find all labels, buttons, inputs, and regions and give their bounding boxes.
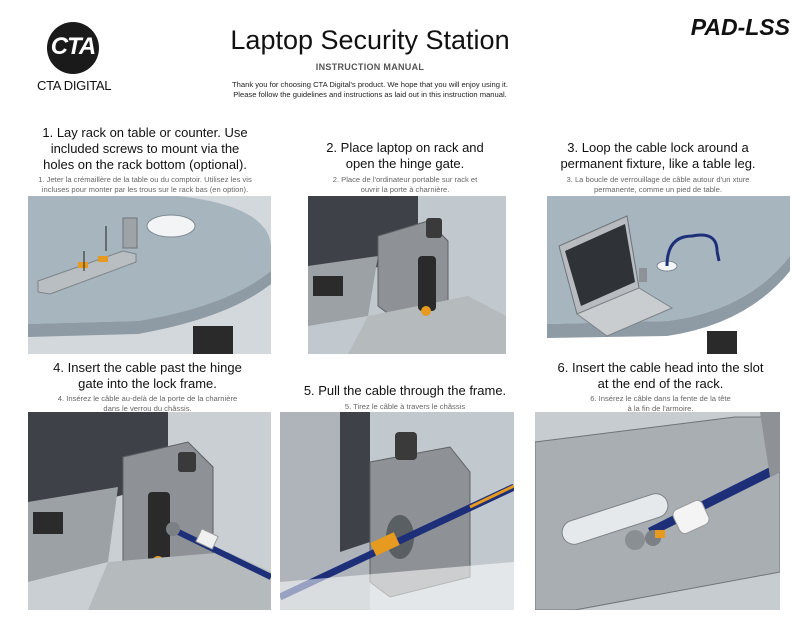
- model-number: PAD-LSS: [690, 14, 790, 40]
- step-6-french-line: 6. Insérez le câble dans la fente de la …: [590, 394, 731, 403]
- step-1-title-line: included screws to mount via the: [50, 141, 240, 156]
- step-6-french: 6. Insérez le câble dans la fente de la …: [538, 394, 783, 414]
- step-2-title-line: 2. Place laptop on rack and: [326, 140, 484, 155]
- step-4-french-line: dans le verrou du châssis.: [103, 404, 192, 413]
- step-5-french-line: 5. Tirez le câble à travers le châssis: [344, 402, 466, 411]
- step-6-title-line: 6. Insert the cable head into the slot: [557, 360, 764, 375]
- step-1-french: 1. Jeter la crémaillère de la table ou d…: [20, 175, 270, 195]
- logo-wordmark: CTA DIGITAL: [37, 78, 112, 93]
- step-3-french-line: 3. La boucle de verrouillage de câble au…: [566, 175, 750, 184]
- step-4-title-line: 4. Insert the cable past the hinge: [53, 360, 242, 375]
- step-2-french-line: 2. Place de l'ordinateur portable sur ra…: [332, 175, 478, 184]
- logo-mark: CTA: [50, 33, 97, 60]
- step-5-french: 5. Tirez le câble à travers le châssis: [285, 402, 525, 412]
- step-2-title: 2. Place laptop on rack and open the hin…: [285, 140, 525, 172]
- step-5-title-line: 5. Pull the cable through the frame.: [303, 383, 507, 398]
- step-6-french-line: à la fin de l'armoire.: [627, 404, 694, 413]
- step-6-title: 6. Insert the cable head into the slot a…: [538, 360, 783, 392]
- page-subtitle: INSTRUCTION MANUAL: [315, 62, 425, 72]
- step-4-french: 4. Insérez le câble au-delà de la porte …: [20, 394, 275, 414]
- step-6-illustration: [535, 412, 780, 610]
- step-1-illustration: [28, 196, 271, 354]
- step-2-illustration: [308, 196, 506, 354]
- step-1-french-line: 1. Jeter la crémaillère de la table ou d…: [38, 175, 252, 184]
- step-1-title: 1. Lay rack on table or counter. Use inc…: [20, 125, 270, 173]
- step-2-french: 2. Place de l'ordinateur portable sur ra…: [285, 175, 525, 195]
- step-4-illustration: [28, 412, 271, 610]
- step-3-french: 3. La boucle de verrouillage de câble au…: [538, 175, 778, 195]
- intro-line-1: Thank you for choosing CTA Digital's pro…: [232, 80, 508, 89]
- step-1-french-line: incluses pour monter par les trous sur l…: [41, 185, 249, 194]
- step-3-title: 3. Loop the cable lock around a permanen…: [538, 140, 778, 172]
- logo-circle: [47, 22, 99, 74]
- step-4-title-line: gate into the lock frame.: [78, 376, 217, 391]
- step-5-title: 5. Pull the cable through the frame.: [285, 383, 525, 399]
- page-title: Laptop Security Station: [230, 25, 510, 55]
- step-3-title-line: permanent fixture, like a table leg.: [560, 156, 756, 171]
- step-1-title-line: 1. Lay rack on table or counter. Use: [42, 125, 248, 140]
- step-6-title-line: at the end of the rack.: [597, 376, 724, 391]
- step-2-french-line: ouvrir la porte à charnière.: [360, 185, 450, 194]
- step-5-illustration: [280, 412, 514, 610]
- intro-line-2: Please follow the guidelines and instruc…: [233, 90, 507, 99]
- intro-text: Thank you for choosing CTA Digital's pro…: [190, 80, 550, 100]
- step-3-illustration: [547, 196, 790, 354]
- step-4-title: 4. Insert the cable past the hinge gate …: [20, 360, 275, 392]
- step-2-title-line: open the hinge gate.: [345, 156, 465, 171]
- step-3-title-line: 3. Loop the cable lock around a: [567, 140, 749, 155]
- step-4-french-line: 4. Insérez le câble au-delà de la porte …: [57, 394, 238, 403]
- step-1-title-line: holes on the rack bottom (optional).: [43, 157, 247, 172]
- step-3-french-line: permanente, comme un pied de table.: [594, 185, 722, 194]
